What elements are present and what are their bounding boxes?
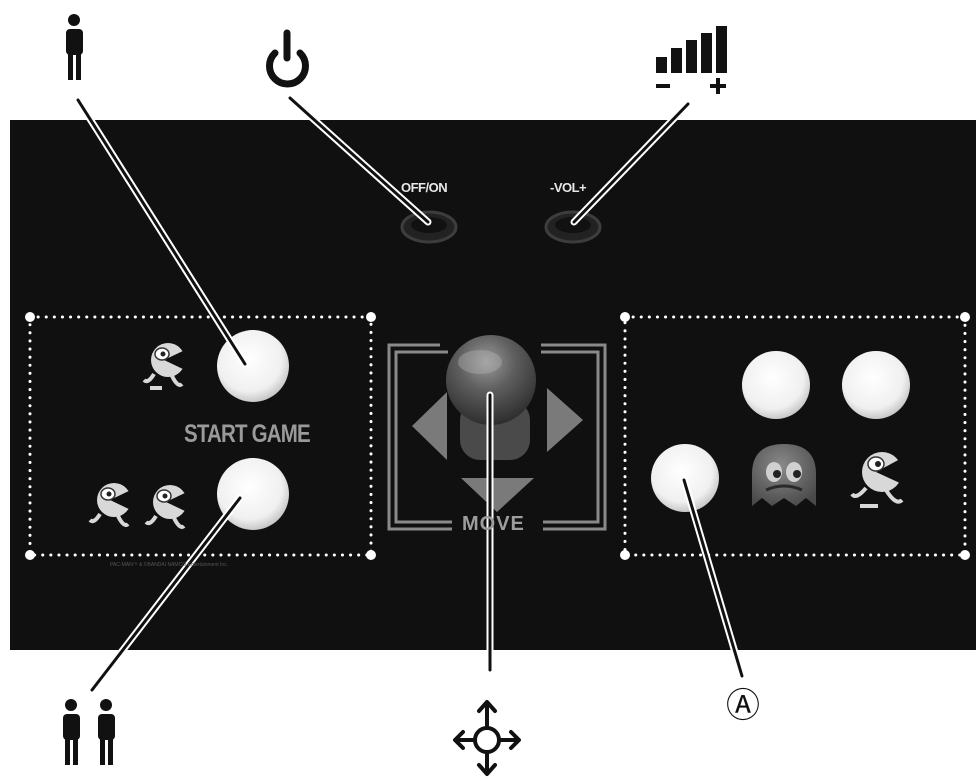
power-switch[interactable] <box>400 210 458 244</box>
four-way-arrows-icon <box>453 700 521 776</box>
leader-lines <box>74 94 746 694</box>
volume-switch-label: -VOL+ <box>550 180 587 195</box>
top-left-action-button[interactable] <box>742 351 810 419</box>
volume-switch[interactable] <box>544 210 602 244</box>
pacman-character-icon-right <box>850 452 904 508</box>
start-game-label: START GAME <box>184 420 311 448</box>
right-dotted-box <box>620 312 970 560</box>
joystick[interactable] <box>446 335 536 460</box>
power-icon <box>266 29 309 88</box>
two-players-icon <box>63 699 115 765</box>
left-dotted-box <box>25 312 376 560</box>
pacman-character-icon <box>142 343 185 390</box>
copyright-text: PAC-MAN™ & ©BANDAI NAMCO Entertainment I… <box>110 562 229 568</box>
pacman-character-icon-2a <box>88 483 131 527</box>
move-label: MOVE <box>462 513 525 535</box>
circled-a-icon: Ⓐ <box>726 687 760 725</box>
volume-bars-icon <box>656 26 727 94</box>
left-arrow-icon <box>412 392 447 460</box>
right-arrow-icon <box>547 388 583 452</box>
joystick-frame <box>387 343 607 531</box>
pacman-character-icon-2b <box>144 485 187 529</box>
two-player-start-button[interactable] <box>217 458 289 530</box>
one-player-icon <box>66 14 83 80</box>
ghost-character-icon <box>752 444 816 506</box>
power-switch-label: OFF/ON <box>401 180 448 195</box>
down-arrow-icon <box>461 478 534 512</box>
top-right-action-button[interactable] <box>842 351 910 419</box>
